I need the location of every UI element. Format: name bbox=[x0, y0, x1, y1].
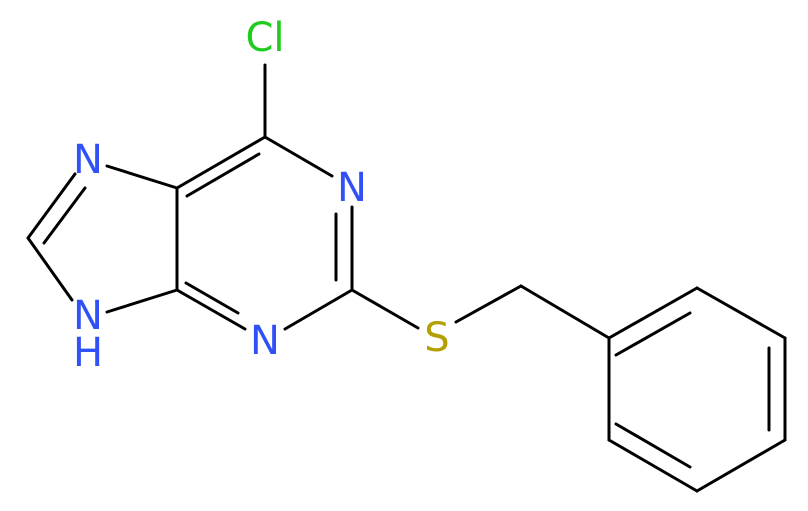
bond-c8-n9 bbox=[26, 236, 74, 302]
atom-label-n3: N bbox=[250, 318, 280, 364]
bond-c6-n1 bbox=[263, 135, 334, 178]
atom-label-n1: N bbox=[337, 165, 367, 211]
bond-ph-c1-c2-double bbox=[614, 311, 692, 357]
bond-c5-n7 bbox=[105, 164, 179, 190]
bond-c2-n3 bbox=[283, 288, 354, 331]
bond-c6-c5 bbox=[175, 135, 267, 190]
bond-n9-c4 bbox=[105, 288, 179, 314]
bond-n3-c4 bbox=[175, 288, 247, 331]
atom-label-cl: Cl bbox=[245, 15, 284, 61]
bond-ph-c5-c6 bbox=[607, 438, 699, 493]
bond-ph-c1-c2 bbox=[607, 286, 699, 340]
bond-c6-c5-double bbox=[185, 152, 261, 198]
bond-n7-c8-double bbox=[42, 186, 87, 245]
bond-ph-c5-c6-double bbox=[614, 422, 692, 469]
atom-label-s: S bbox=[424, 315, 449, 361]
bond-n3-c4-double bbox=[184, 281, 240, 315]
bond-ph-c2-c3 bbox=[695, 286, 787, 340]
atom-label-n7: N bbox=[73, 137, 103, 183]
bond-ph-c4-c5 bbox=[695, 438, 787, 493]
bond-ch2-phenyl bbox=[519, 284, 611, 340]
bond-c2-s bbox=[350, 288, 420, 330]
bond-n7-c8 bbox=[26, 172, 77, 240]
atom-label-h9: H bbox=[73, 330, 103, 376]
atom-label-n9: N bbox=[73, 293, 103, 339]
bond-s-ch2 bbox=[454, 284, 523, 324]
